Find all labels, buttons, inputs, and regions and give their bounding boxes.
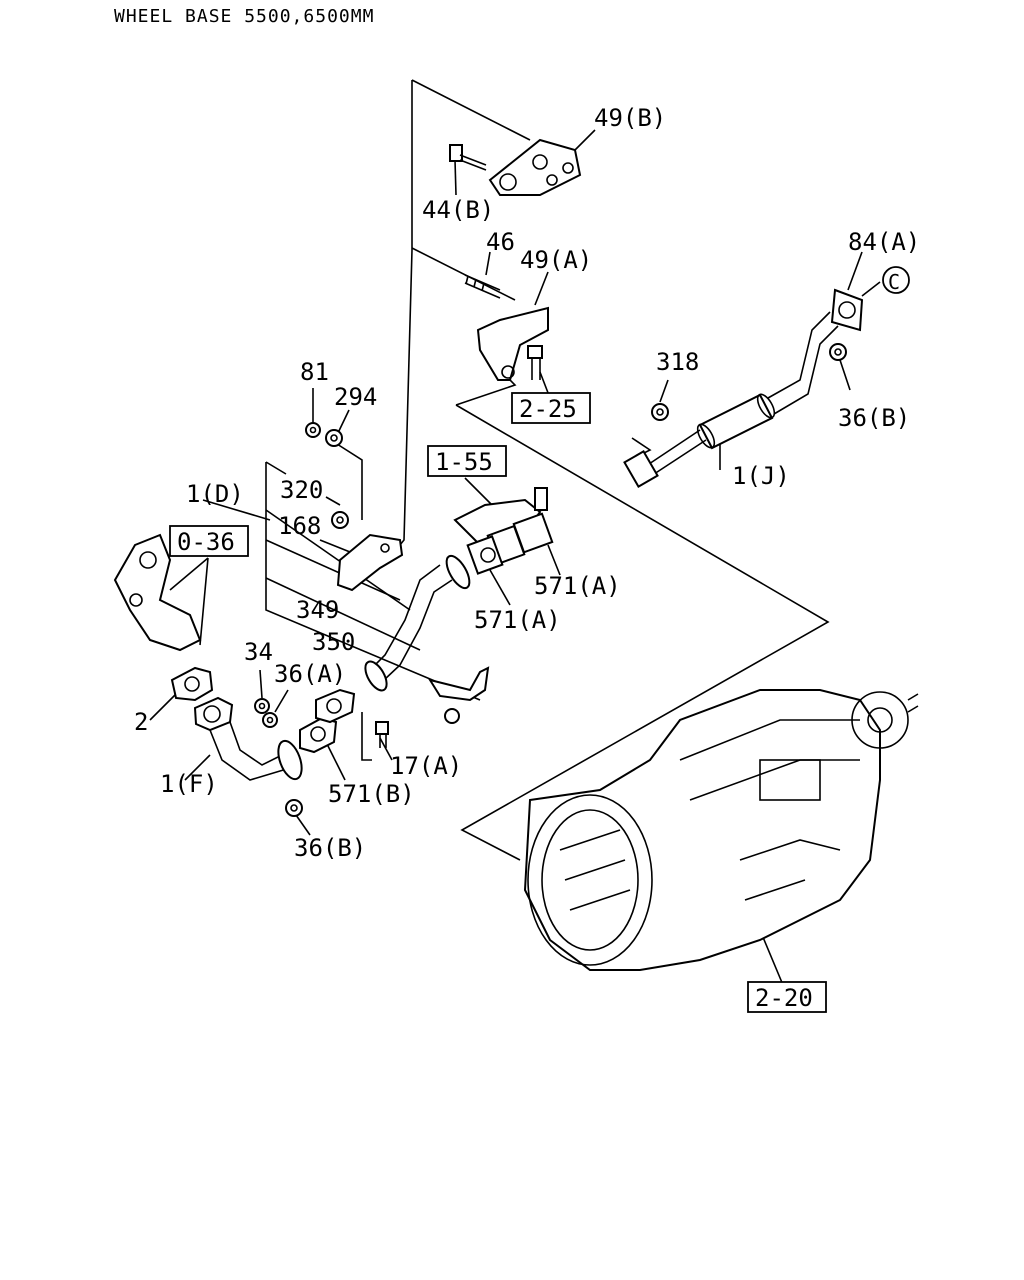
svg-text:0-36: 0-36 (177, 528, 235, 556)
label-84a: 84(A) (848, 228, 920, 256)
svg-text:2-25: 2-25 (519, 395, 577, 423)
label-571b: 571(B) (328, 780, 415, 808)
nut-36b-top (829, 343, 847, 361)
pipe-1f (193, 696, 303, 781)
label-49a: 49(A) (520, 246, 592, 274)
label-294: 294 (334, 383, 377, 411)
ref-box-1-55: 1-55 (427, 445, 507, 477)
ref-box-2-25: 2-25 (511, 392, 591, 424)
label-36b-top: 36(B) (838, 404, 910, 432)
label-571a-lower: 571(A) (474, 606, 561, 634)
label-318: 318 (656, 348, 699, 376)
gasket-571a (466, 512, 554, 575)
bracket-49a (476, 306, 549, 381)
bolt-2-25 (527, 345, 543, 380)
label-571a-upper: 571(A) (534, 572, 621, 600)
label-1f: 1(F) (160, 770, 218, 798)
label-46: 46 (486, 228, 515, 256)
manifold-0-36 (113, 533, 202, 652)
nut-318 (651, 403, 669, 421)
label-81: 81 (300, 358, 329, 386)
bracket-49b (488, 138, 582, 196)
bolt-17a (375, 721, 389, 748)
nut-36b-bottom (285, 799, 303, 817)
label-349: 349 (296, 596, 339, 624)
hanger-349-350 (427, 666, 490, 724)
connector-c-marker: C (882, 266, 910, 294)
svg-text:1-55: 1-55 (435, 448, 493, 476)
ref-box-0-36: 0-36 (169, 525, 249, 557)
label-168: 168 (278, 512, 321, 540)
label-44b: 44(B) (422, 196, 494, 224)
leader-lines (149, 79, 881, 986)
flange-84a (830, 288, 864, 332)
label-36b-bottom: 36(B) (294, 834, 366, 862)
pipe-1j (623, 311, 839, 488)
svg-text:2-20: 2-20 (755, 984, 813, 1012)
label-2: 2 (134, 708, 148, 736)
pipe-1d (364, 554, 471, 692)
ref-box-2-20: 2-20 (747, 981, 827, 1013)
nut-34 (254, 698, 270, 714)
label-350: 350 (312, 628, 355, 656)
bracket-168 (336, 533, 404, 592)
diagram-title: WHEEL BASE 5500,6500MM (114, 6, 374, 27)
transmission-2-20 (523, 689, 919, 971)
label-1d: 1(D) (186, 480, 244, 508)
nut-320 (331, 511, 349, 529)
label-36a: 36(A) (274, 660, 346, 688)
label-49b: 49(B) (594, 104, 666, 132)
bolt-44b (449, 144, 487, 171)
nut-36a (262, 712, 278, 728)
label-17a: 17(A) (390, 752, 462, 780)
label-34: 34 (244, 638, 273, 666)
label-320: 320 (280, 476, 323, 504)
stud-46 (464, 274, 501, 299)
gasket-571b (299, 688, 356, 754)
washer-294 (325, 429, 343, 447)
label-1j: 1(J) (732, 462, 790, 490)
svg-text:C: C (888, 270, 900, 294)
gasket-2 (170, 666, 214, 702)
nut-81 (305, 422, 321, 438)
